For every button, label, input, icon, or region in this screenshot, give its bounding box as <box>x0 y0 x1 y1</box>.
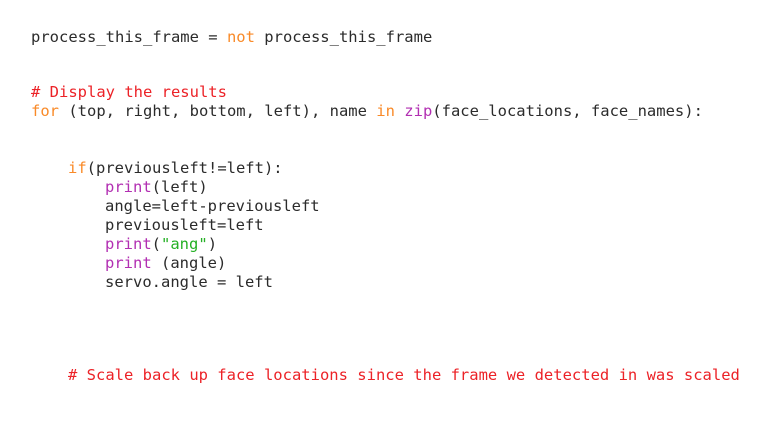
code-line[interactable]: # Display the results <box>31 83 227 102</box>
code-token-plain: servo.angle = left <box>105 273 273 291</box>
code-token-keyword: not <box>226 28 255 46</box>
code-line[interactable]: # Scale back up face locations since the… <box>68 366 740 385</box>
code-token-keyword: in <box>376 102 395 120</box>
code-token-plain: (left) <box>151 178 208 196</box>
code-token-plain: (face_locations, face_names): <box>432 102 703 120</box>
code-line[interactable]: if(previousleft!=left): <box>68 159 283 178</box>
code-token-plain: (angle) <box>151 254 227 272</box>
code-line[interactable]: for (top, right, bottom, left), name in … <box>31 102 703 121</box>
code-token-plain: ( <box>151 235 162 253</box>
code-token-plain: process_this_frame = <box>31 28 227 46</box>
code-token-plain <box>395 102 404 120</box>
code-token-plain: angle=left-previousleft <box>105 197 320 215</box>
code-token-keyword: if <box>68 159 87 177</box>
code-token-plain: (previousleft!=left): <box>86 159 283 177</box>
code-line[interactable]: previousleft=left <box>105 216 264 235</box>
code-token-plain: (top, right, bottom, left), name <box>59 102 377 120</box>
code-token-plain: previousleft=left <box>105 216 264 234</box>
code-token-keyword: for <box>31 102 59 120</box>
code-line[interactable]: print (angle) <box>105 254 226 273</box>
code-token-plain: ) <box>207 235 218 253</box>
code-token-builtin: zip <box>404 102 433 120</box>
code-line[interactable]: print(left) <box>105 178 208 197</box>
code-line[interactable]: print("ang") <box>105 235 217 254</box>
code-line[interactable]: servo.angle = left <box>105 273 273 292</box>
code-token-string: "ang" <box>161 235 208 253</box>
code-line[interactable]: process_this_frame = not process_this_fr… <box>31 28 432 47</box>
code-token-plain: process_this_frame <box>254 28 433 46</box>
code-token-builtin: print <box>105 235 152 253</box>
code-token-builtin: print <box>105 178 152 196</box>
code-line[interactable]: angle=left-previousleft <box>105 197 320 216</box>
code-token-builtin: print <box>105 254 152 272</box>
code-token-comment: # Display the results <box>31 83 227 101</box>
code-token-comment: # Scale back up face locations since the… <box>68 366 740 384</box>
